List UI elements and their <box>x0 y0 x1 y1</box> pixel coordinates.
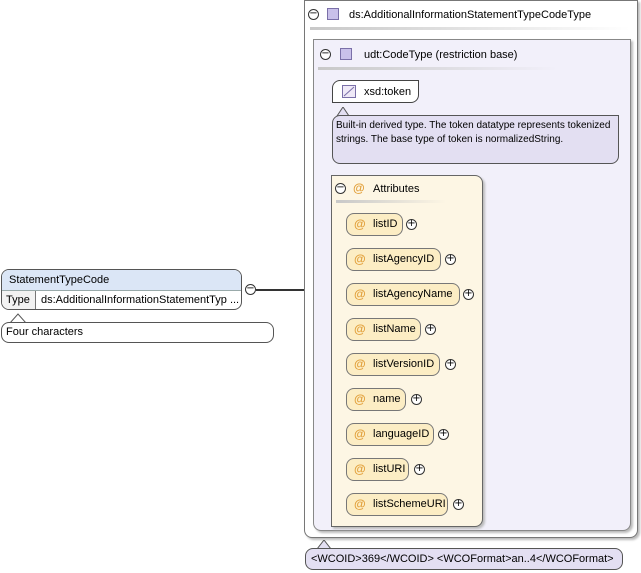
attribute-name[interactable]: @ name <box>346 388 406 411</box>
token-description: Built-in derived type. The token datatyp… <box>332 115 619 164</box>
token-type-box[interactable]: xsd:token <box>332 80 419 103</box>
complex-type-divider <box>310 27 630 30</box>
attribute-expand-icon[interactable]: + <box>445 253 456 265</box>
restriction-divider <box>318 67 558 70</box>
attribute-label: languageID <box>373 428 430 440</box>
type-value: ds:AdditionalInformationStatementTyp ... <box>41 294 240 306</box>
element-name: StatementTypeCode <box>2 270 241 291</box>
attribute-languageid[interactable]: @ languageID <box>346 423 434 446</box>
attribute-expand-icon[interactable]: + <box>414 463 425 475</box>
appinfo-pointer <box>316 540 332 549</box>
attribute-at-icon: @ <box>354 497 366 511</box>
attribute-listname[interactable]: @ listName <box>346 318 421 341</box>
attribute-label: listAgencyName <box>373 288 453 300</box>
token-type-name: xsd:token <box>364 86 412 98</box>
attribute-expand-icon[interactable]: + <box>445 358 456 370</box>
restriction-collapse-icon[interactable]: − <box>320 48 331 60</box>
description-pointer <box>336 107 350 116</box>
simple-type-icon <box>342 85 356 98</box>
attribute-at-icon: @ <box>354 287 366 301</box>
attribute-at-icon: @ <box>354 427 366 441</box>
attribute-label: listName <box>373 323 416 335</box>
attribute-at-icon: @ <box>354 357 366 371</box>
attribute-at-icon: @ <box>354 322 366 336</box>
element-type-row: Type ds:AdditionalInformationStatementTy… <box>2 291 241 309</box>
attribute-expand-icon[interactable]: + <box>406 218 417 230</box>
attribute-listversionid[interactable]: @ listVersionID <box>346 353 440 376</box>
annotation-pointer <box>9 313 27 323</box>
attribute-at-icon: @ <box>354 217 366 231</box>
complex-type-collapse-icon[interactable]: − <box>308 8 319 20</box>
complex-type-icon <box>327 8 339 20</box>
complex-type-name: ds:AdditionalInformationStatementTypeCod… <box>349 9 592 21</box>
element-annotation: Four characters <box>1 322 274 343</box>
attribute-label: listVersionID <box>373 358 435 370</box>
attribute-expand-icon[interactable]: + <box>411 393 422 405</box>
attribute-label: name <box>373 393 401 405</box>
attribute-label: listAgencyID <box>373 253 435 265</box>
type-label: Type <box>2 291 36 309</box>
restriction-base-name: udt:CodeType (restriction base) <box>364 49 518 61</box>
element-box[interactable]: StatementTypeCode Type ds:AdditionalInfo… <box>1 269 242 310</box>
attribute-at-icon: @ <box>354 252 366 266</box>
attributes-divider <box>336 200 446 203</box>
attribute-listagencyid[interactable]: @ listAgencyID <box>346 248 441 271</box>
attribute-listid[interactable]: @ listID <box>346 213 403 236</box>
attribute-listagencyname[interactable]: @ listAgencyName <box>346 283 460 306</box>
element-collapse-icon[interactable]: − <box>245 283 256 295</box>
attribute-expand-icon[interactable]: + <box>425 323 436 335</box>
restriction-type-icon <box>340 48 352 60</box>
attributes-at-icon: @ <box>353 181 365 195</box>
attribute-label: listSchemeURI <box>373 498 446 510</box>
attribute-expand-icon[interactable]: + <box>463 288 474 300</box>
attributes-label: Attributes <box>373 183 420 195</box>
attribute-label: listURI <box>373 463 406 475</box>
attribute-at-icon: @ <box>354 462 366 476</box>
attribute-at-icon: @ <box>354 392 366 406</box>
attribute-listschemeuri[interactable]: @ listSchemeURI <box>346 493 448 516</box>
attributes-collapse-icon[interactable]: − <box>335 182 346 194</box>
attribute-expand-icon[interactable]: + <box>438 428 449 440</box>
attribute-label: listID <box>373 218 398 230</box>
appinfo-annotation: <WCOID>369</WCOID> <WCOFormat>an..4</WCO… <box>305 548 623 570</box>
attribute-expand-icon[interactable]: + <box>453 498 464 510</box>
attribute-listuri[interactable]: @ listURI <box>346 458 409 481</box>
